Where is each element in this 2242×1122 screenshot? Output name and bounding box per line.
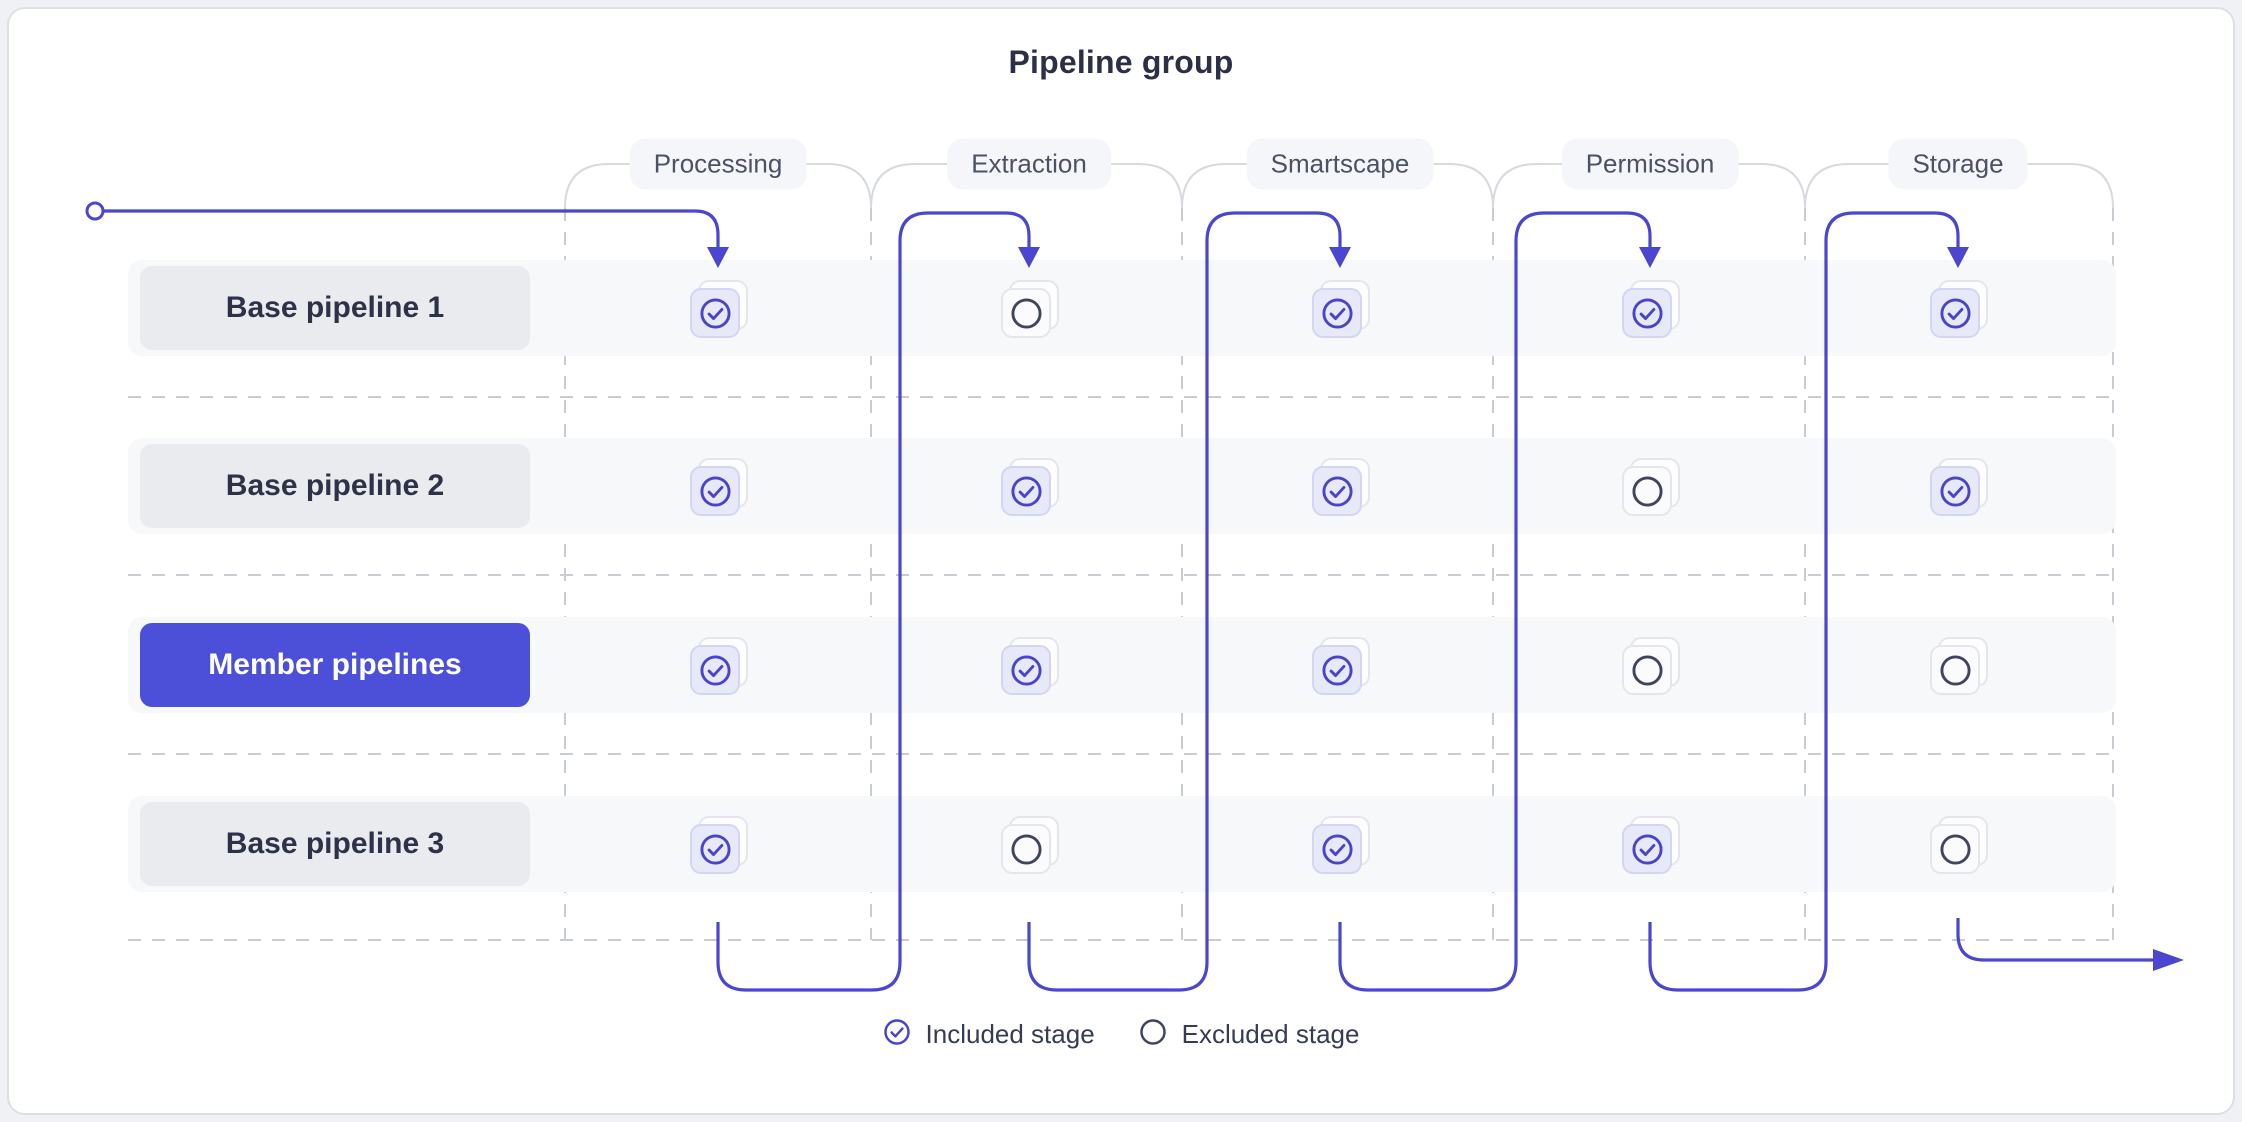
check-circle-icon <box>1321 475 1353 507</box>
stacked-card-front <box>1622 288 1672 338</box>
legend-item-included-stage: Included stage <box>883 1018 1095 1051</box>
check-circle-icon <box>699 475 731 507</box>
stacked-card-front <box>690 824 740 874</box>
stacked-card-front <box>1001 824 1051 874</box>
check-circle-icon <box>699 654 731 686</box>
check-circle-icon <box>1939 475 1971 507</box>
flow-segment-exit <box>1956 918 2154 962</box>
flow-segment-2 <box>1027 211 1342 992</box>
included-stage-icon <box>1001 458 1059 516</box>
arrow-down-icon <box>1018 247 1040 268</box>
flow-start-node <box>85 201 105 221</box>
circle-icon <box>1139 1019 1166 1045</box>
diagram-title: Pipeline group <box>1008 44 1234 80</box>
check-circle-icon <box>883 1018 911 1051</box>
check-circle-icon <box>1631 833 1663 865</box>
excluded-stage-icon <box>1622 458 1680 516</box>
check-circle-icon <box>1010 475 1042 507</box>
included-stage-icon <box>1930 280 1988 338</box>
stacked-card-front <box>1001 645 1051 695</box>
flow-segment-1 <box>716 211 1031 992</box>
stacked-card-front <box>1622 824 1672 874</box>
stacked-card-front <box>1001 466 1051 516</box>
check-circle-icon <box>1010 654 1042 686</box>
legend-label: Included stage <box>925 1019 1095 1049</box>
pipeline-label-member-pipelines: Member pipelines <box>140 623 530 707</box>
circle-icon <box>1631 654 1663 686</box>
circle-icon <box>1939 654 1971 686</box>
excluded-stage-icon <box>1001 280 1059 338</box>
circle-icon <box>1010 833 1042 865</box>
excluded-stage-icon <box>1930 816 1988 874</box>
flow-arrowheads <box>707 247 2184 971</box>
check-circle-icon <box>1631 297 1663 329</box>
arrow-down-icon <box>1329 247 1351 268</box>
stage-header-extraction: Extraction <box>947 138 1111 190</box>
stacked-card-front <box>1930 466 1980 516</box>
flow-segment-start <box>103 209 720 250</box>
pipeline-label-base-pipeline-1: Base pipeline 1 <box>140 266 530 350</box>
included-stage-icon <box>1001 637 1059 695</box>
stacked-card-front <box>1312 645 1362 695</box>
included-stage-icon <box>690 458 748 516</box>
stacked-card-front <box>1312 288 1362 338</box>
stage-header-processing: Processing <box>629 138 807 190</box>
included-stage-icon <box>690 280 748 338</box>
included-stage-icon <box>1930 458 1988 516</box>
arrow-down-icon <box>1639 247 1661 268</box>
included-stage-icon <box>1622 280 1680 338</box>
included-stage-icon <box>690 816 748 874</box>
check-circle-icon <box>1939 297 1971 329</box>
stage-header-permission: Permission <box>1561 138 1739 190</box>
arrow-down-icon <box>1947 247 1969 268</box>
stacked-card-front <box>690 466 740 516</box>
arrow-right-icon <box>2153 949 2184 971</box>
circle-icon <box>1631 475 1663 507</box>
check-circle-icon <box>1321 297 1353 329</box>
included-stage-icon <box>1622 816 1680 874</box>
pipeline-label-base-pipeline-2: Base pipeline 2 <box>140 444 530 528</box>
check-circle-icon <box>1321 833 1353 865</box>
check-circle-icon <box>699 833 731 865</box>
included-stage-icon <box>690 637 748 695</box>
circle-icon <box>1939 833 1971 865</box>
legend-label: Excluded stage <box>1181 1019 1360 1049</box>
flow-segment-4 <box>1648 211 1960 992</box>
stacked-card-front <box>1312 824 1362 874</box>
stacked-card-front <box>1930 288 1980 338</box>
stage-header-storage: Storage <box>1888 138 2028 190</box>
included-stage-icon <box>1312 458 1370 516</box>
excluded-stage-icon <box>1930 637 1988 695</box>
legend: Included stage Excluded stage <box>0 1018 2242 1051</box>
stacked-card-front <box>1312 466 1362 516</box>
check-circle-icon <box>883 1019 910 1045</box>
stacked-card-front <box>1930 645 1980 695</box>
stacked-card-front <box>1622 466 1672 516</box>
included-stage-icon <box>1312 816 1370 874</box>
flow-segment-3 <box>1338 211 1652 992</box>
legend-item-excluded-stage: Excluded stage <box>1139 1018 1360 1051</box>
pipeline-label-base-pipeline-3: Base pipeline 3 <box>140 802 530 886</box>
check-circle-icon <box>1321 654 1353 686</box>
stage-header-smartscape: Smartscape <box>1246 138 1434 190</box>
stacked-card-front <box>1622 645 1672 695</box>
stacked-card-front <box>690 645 740 695</box>
stacked-card-front <box>690 288 740 338</box>
arrow-down-icon <box>707 247 729 268</box>
check-circle-icon <box>699 297 731 329</box>
excluded-stage-icon <box>1001 816 1059 874</box>
circle-icon <box>1010 297 1042 329</box>
excluded-stage-icon <box>1622 637 1680 695</box>
diagram-card <box>7 7 2235 1115</box>
stacked-card-front <box>1001 288 1051 338</box>
circle-icon <box>1139 1018 1167 1051</box>
included-stage-icon <box>1312 280 1370 338</box>
row-dashed-separators <box>128 396 2113 941</box>
stacked-card-front <box>1930 824 1980 874</box>
included-stage-icon <box>1312 637 1370 695</box>
